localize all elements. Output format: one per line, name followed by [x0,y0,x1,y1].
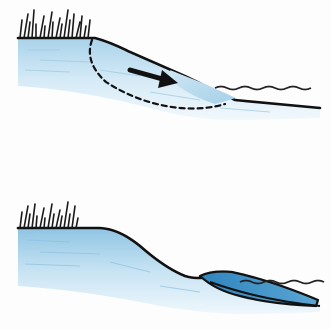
grass-tuft-icon [20,202,78,228]
water-line [215,87,311,90]
panel-before [18,10,320,120]
grass-tuft-icon [20,10,90,38]
panel-after [18,202,324,314]
